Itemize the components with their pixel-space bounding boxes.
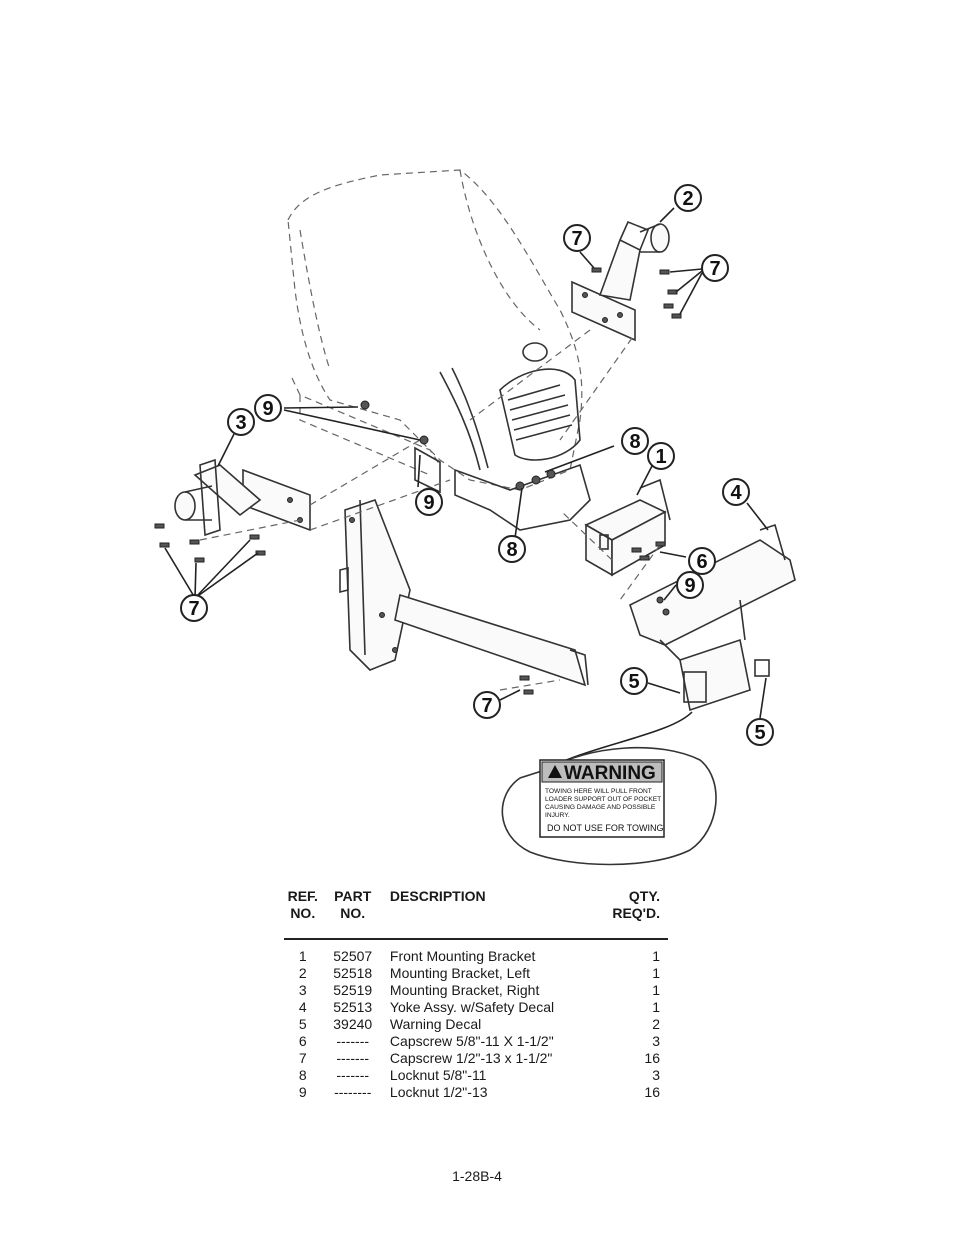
svg-text:4: 4 bbox=[730, 482, 742, 504]
svg-text:CAUSING DAMAGE AND POSSIBLE: CAUSING DAMAGE AND POSSIBLE bbox=[545, 804, 656, 811]
svg-text:1: 1 bbox=[655, 446, 666, 468]
svg-text:9: 9 bbox=[423, 492, 434, 514]
svg-text:8: 8 bbox=[629, 431, 640, 453]
callout-3: 3 bbox=[227, 408, 255, 436]
capscrews bbox=[154, 267, 682, 695]
warning-triangle-icon bbox=[548, 765, 562, 778]
loader-mount-frame bbox=[339, 499, 589, 687]
callout-8a: 8 bbox=[621, 427, 649, 455]
svg-text:7: 7 bbox=[571, 228, 582, 250]
svg-text:7: 7 bbox=[188, 598, 199, 620]
svg-text:9: 9 bbox=[262, 398, 273, 420]
svg-text:3: 3 bbox=[235, 412, 246, 434]
callout-7a: 7 bbox=[563, 224, 591, 252]
svg-text:LOADER SUPPORT OUT OF POCKET: LOADER SUPPORT OUT OF POCKET bbox=[545, 796, 661, 803]
tractor-hood-outline bbox=[287, 169, 583, 491]
svg-text:5: 5 bbox=[754, 722, 765, 744]
callout-9a: 9 bbox=[254, 394, 282, 422]
svg-text:9: 9 bbox=[684, 575, 695, 597]
table-row: 6-------Capscrew 5/8"-11 X 1-1/2"3 bbox=[298, 1033, 660, 1049]
callout-4: 4 bbox=[722, 478, 750, 506]
callout-7d: 7 bbox=[473, 691, 501, 719]
svg-text:5: 5 bbox=[628, 671, 639, 693]
warning-title: WARNING bbox=[564, 763, 656, 784]
leader-lines bbox=[164, 207, 769, 719]
mounting-bracket-left bbox=[571, 220, 670, 342]
warning-decal-detail: WARNING TOWING HERE WILL PULL FRONT LOAD… bbox=[501, 711, 717, 866]
callout-2: 2 bbox=[674, 184, 702, 212]
svg-text:INJURY.: INJURY. bbox=[545, 812, 570, 819]
warning-footer: DO NOT USE FOR TOWING bbox=[547, 823, 664, 833]
page-number: 1-28B-4 bbox=[452, 1168, 502, 1184]
callout-7b: 7 bbox=[701, 254, 729, 282]
header-qty: QTY.REQ'D. bbox=[598, 888, 668, 940]
callout-8b: 8 bbox=[498, 535, 526, 563]
callout-7c: 7 bbox=[180, 594, 208, 622]
callout-5b: 5 bbox=[746, 718, 774, 746]
front-mounting-bracket bbox=[584, 478, 671, 577]
mounting-bracket-right bbox=[174, 458, 311, 537]
yoke-assembly bbox=[629, 523, 796, 712]
svg-text:8: 8 bbox=[506, 539, 517, 561]
header-description: DESCRIPTION bbox=[383, 888, 599, 940]
table-row: 7-------Capscrew 1/2"-13 x 1-1/2"16 bbox=[298, 1050, 660, 1066]
tractor-frame-outline bbox=[291, 377, 591, 531]
svg-text:7: 7 bbox=[481, 695, 492, 717]
callout-9c: 9 bbox=[676, 571, 704, 599]
header-ref-no: REF.NO. bbox=[284, 888, 322, 940]
svg-text:2: 2 bbox=[682, 188, 693, 210]
exploded-parts-diagram: 1 2 3 4 5 5 6 7 7 7 7 8 8 9 9 9 WARNING … bbox=[154, 169, 796, 866]
callout-1: 1 bbox=[647, 442, 675, 470]
svg-text:7: 7 bbox=[709, 258, 720, 280]
svg-text:TOWING HERE WILL PULL FRONT: TOWING HERE WILL PULL FRONT bbox=[545, 788, 652, 795]
callout-9b: 9 bbox=[415, 488, 443, 516]
callout-6: 6 bbox=[688, 547, 716, 575]
svg-text:6: 6 bbox=[696, 551, 707, 573]
callout-5a: 5 bbox=[620, 667, 648, 695]
